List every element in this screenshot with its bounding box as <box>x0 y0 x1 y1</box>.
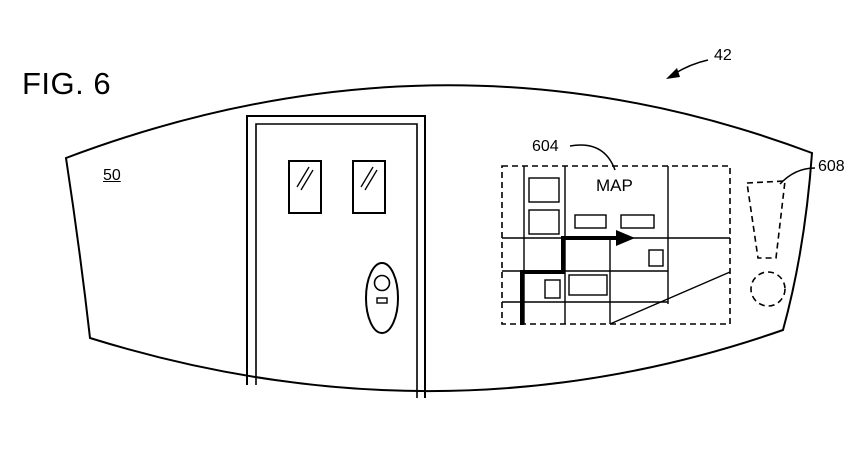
door-knob-icon <box>365 262 399 334</box>
reference-numeral-display: 50 <box>103 167 121 184</box>
figure-title: FIG. 6 <box>22 66 112 101</box>
leader-arrow-42 <box>666 59 709 79</box>
door-window-left <box>288 160 322 214</box>
door-window-right <box>352 160 386 214</box>
exclamation-indicator-icon <box>746 180 786 307</box>
display-lens-outline <box>64 84 814 393</box>
reference-numeral-device: 42 <box>714 47 732 64</box>
route-arrow-icon <box>520 230 635 325</box>
door-icon <box>246 115 426 398</box>
leader-line-608 <box>779 167 816 185</box>
map-panel <box>501 165 731 325</box>
map-label: MAP <box>596 176 633 195</box>
leader-line-604 <box>569 144 616 171</box>
reference-numeral-indicator: 608 <box>818 158 845 175</box>
reference-numeral-map: 604 <box>532 138 559 155</box>
